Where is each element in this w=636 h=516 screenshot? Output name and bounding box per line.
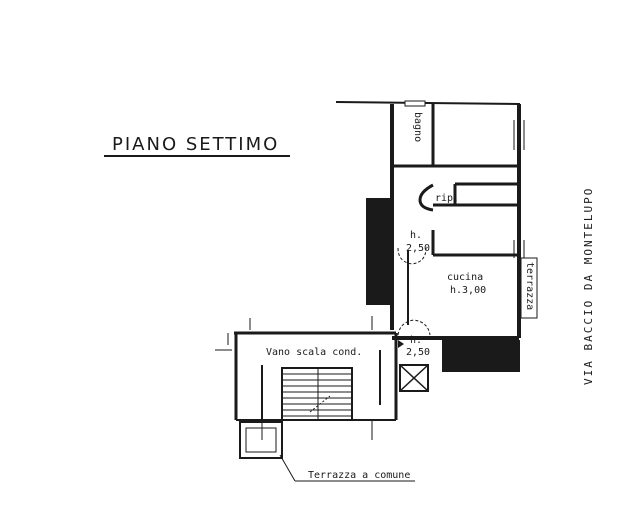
window-marks-right (513, 120, 525, 258)
elevator-shaft (399, 364, 429, 392)
window-top (404, 100, 426, 107)
closet-niche (418, 183, 434, 212)
common-terrace-label: Terrazza a comune (308, 470, 410, 481)
room-label-closet: rip. (435, 193, 459, 204)
room-label-terrace: terrazza (524, 262, 535, 310)
entrance-arrow-icon (398, 340, 404, 348)
plan-title: PIANO SETTIMO (112, 134, 279, 155)
apartment-walls (390, 104, 521, 340)
room-label-kitchen: cucina (447, 272, 483, 283)
black-block-bottom (442, 340, 520, 372)
door-swing-hall (397, 247, 427, 265)
building-edge-top (335, 101, 521, 105)
landing-height-label: h. (410, 335, 422, 346)
hall-height-label: h. (410, 230, 422, 241)
door-swing-landing (397, 319, 431, 336)
kitchen-height: h.3,00 (450, 285, 486, 296)
room-label-bathroom: bagno (412, 112, 423, 142)
terrace-area (520, 257, 538, 319)
stair-treads (281, 367, 353, 421)
room-label-stairwell: Vano scala cond. (266, 347, 362, 358)
dimension-ticks (215, 316, 373, 440)
common-terrace-box (239, 421, 283, 459)
hall-height-value: 2,50 (406, 243, 430, 254)
leader-line (279, 454, 296, 482)
black-block-left (366, 198, 391, 305)
landing-height-value: 2,50 (406, 347, 430, 358)
street-name: VIA BACCIO DA MONTELUPO (582, 187, 595, 385)
